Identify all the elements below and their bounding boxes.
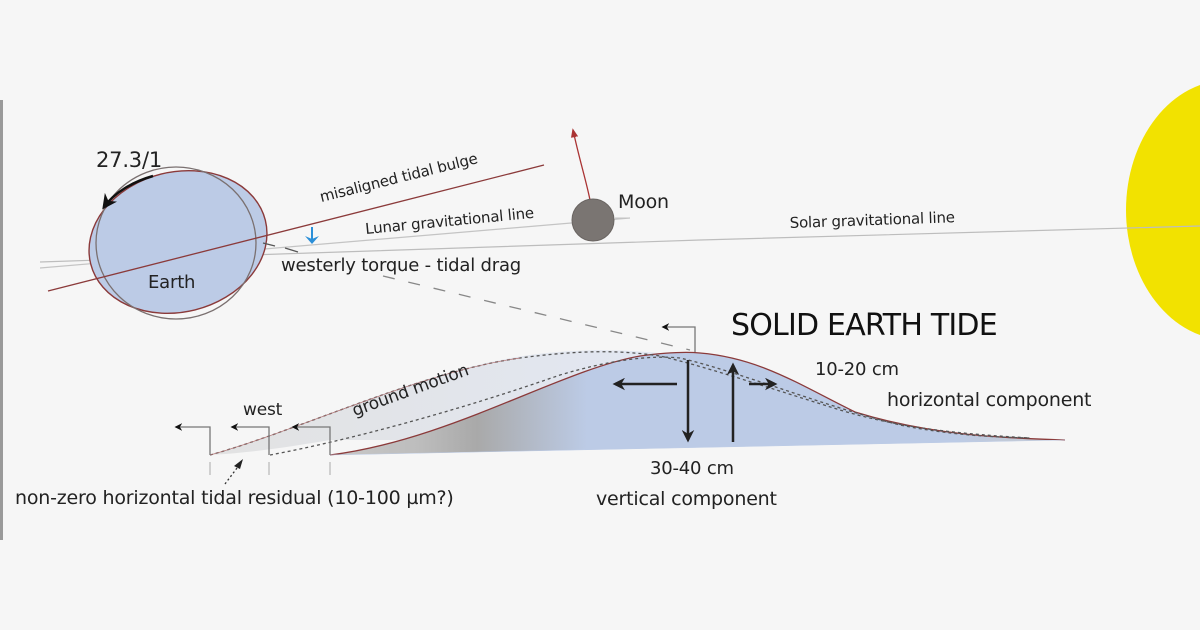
vertical-component-label: vertical component <box>596 488 777 510</box>
diagram-title: SOLID EARTH TIDE <box>731 308 998 343</box>
rotation-ratio-label: 27.3/1 <box>96 148 162 172</box>
westerly-torque-label: westerly torque - tidal drag <box>281 255 522 276</box>
horizontal-component-label: horizontal component <box>887 389 1092 411</box>
curved-arrow-counterclockwise-icon <box>102 174 154 210</box>
sun <box>1126 85 1200 335</box>
vertical-amplitude-label: 30-40 cm <box>650 458 734 479</box>
up-arrow-red-icon <box>571 128 591 201</box>
dotted-arrow-icon <box>224 459 243 485</box>
earth-label: Earth <box>148 272 196 293</box>
earth <box>88 166 268 320</box>
moon-label: Moon <box>618 191 669 213</box>
left-step-arrow-icons <box>174 323 696 455</box>
dashed-projection-line <box>382 275 691 351</box>
drag-dash-marks <box>262 242 299 253</box>
down-arrow-blue-icon <box>305 227 319 244</box>
displacement-arrows <box>612 360 778 443</box>
left-edge-bar <box>0 100 3 540</box>
horizontal-amplitude-label: 10-20 cm <box>815 359 899 380</box>
residual-label: non-zero horizontal tidal residual (10-1… <box>15 487 454 509</box>
tick-marks <box>209 462 331 475</box>
moon <box>571 198 628 242</box>
west-label: west <box>243 400 283 420</box>
misaligned-tidal-bulge-line <box>47 164 545 292</box>
